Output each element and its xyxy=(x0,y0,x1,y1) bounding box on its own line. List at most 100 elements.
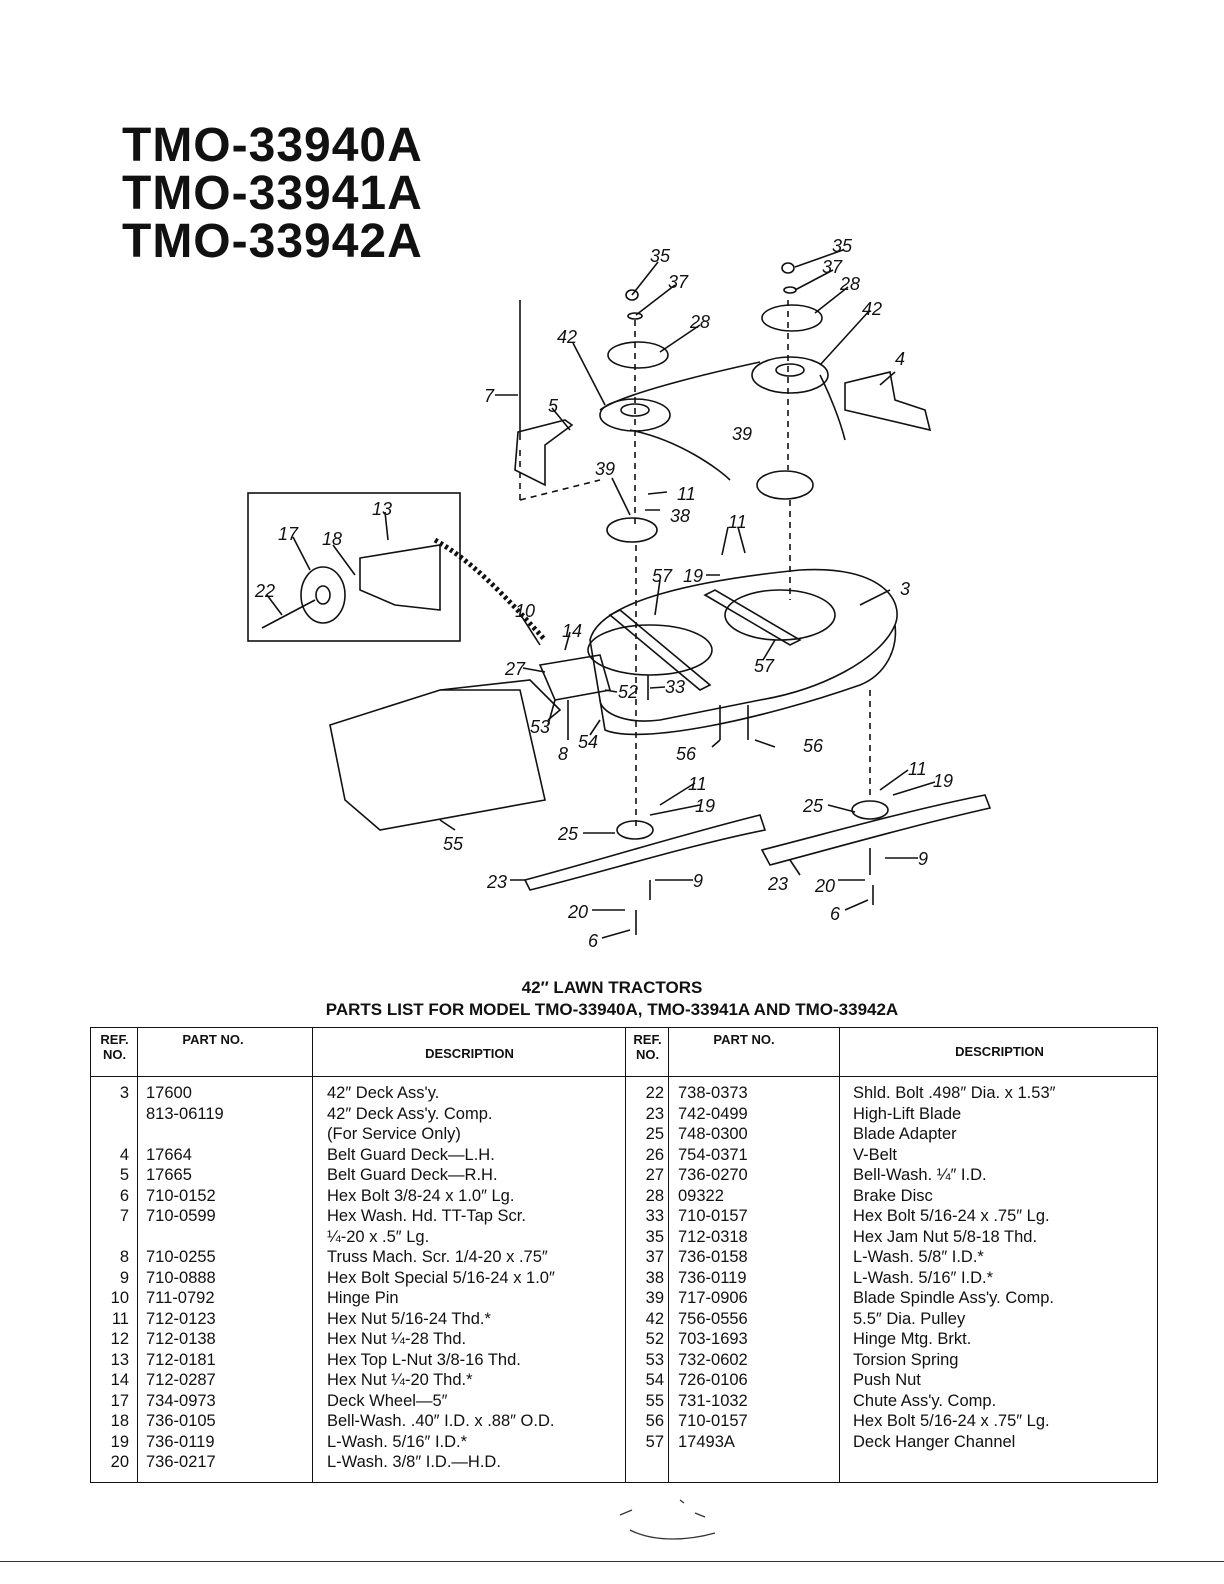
col-part-right xyxy=(669,1028,840,1482)
parts-list-heading: PARTS LIST FOR MODEL TMO-33940A, TMO-339… xyxy=(325,1000,899,1019)
part-no: 710-0599 xyxy=(146,1207,216,1225)
part-description: 5.5″ Dia. Pulley xyxy=(853,1309,966,1328)
callout-3: 3 xyxy=(900,579,910,599)
belt-guard-rh xyxy=(844,371,932,432)
part-description: (For Service Only) xyxy=(327,1125,461,1143)
part-no: 754-0371 xyxy=(678,1145,748,1164)
deck-body xyxy=(589,568,898,722)
ref-no: 23 xyxy=(645,1104,664,1123)
part-no: 712-0181 xyxy=(146,1350,216,1369)
ref-no: 17 xyxy=(110,1391,129,1410)
ref-no: 39 xyxy=(645,1289,664,1307)
part-no: 712-0138 xyxy=(146,1330,216,1348)
ref-no: 5 xyxy=(119,1166,129,1184)
callout-28b: 28 xyxy=(839,274,860,294)
callout-57a: 57 xyxy=(652,566,673,586)
callout-5: 5 xyxy=(548,396,559,416)
part-description: Blade Adapter xyxy=(853,1125,957,1143)
brake-disc-right xyxy=(761,304,823,332)
model-titles: TMO-33940A TMO-33941A TMO-33942A xyxy=(122,122,423,266)
part-description: 42″ Deck Ass'y. xyxy=(327,1084,440,1102)
col-ref-left xyxy=(91,1028,138,1482)
brake-disc-left xyxy=(607,341,669,369)
callout-6a: 6 xyxy=(588,931,599,951)
callout-52: 52 xyxy=(618,682,638,702)
header-part-left: PART NO. xyxy=(182,1032,244,1047)
callout-33: 33 xyxy=(665,677,685,697)
part-no: 710-0255 xyxy=(146,1248,216,1266)
model-title-2: TMO-33941A xyxy=(122,167,423,220)
callout-42b: 42 xyxy=(862,299,882,319)
part-no: 736-0105 xyxy=(146,1412,216,1430)
part-description: Truss Mach. Scr. 1/4-20 x .75″ xyxy=(327,1248,548,1266)
ref-no: 54 xyxy=(645,1371,664,1389)
ref-no: 3 xyxy=(119,1084,129,1102)
parts-table: REF. NO. PART NO. DESCRIPTION REF. NO. P… xyxy=(90,1027,1158,1483)
callout-35b: 35 xyxy=(832,236,853,256)
callout-39a: 39 xyxy=(595,459,615,479)
part-description: Hex Top L-Nut 3/8-16 Thd. xyxy=(327,1350,521,1369)
part-no: 736-0119 xyxy=(146,1432,215,1451)
callout-11d: 11 xyxy=(908,759,927,779)
ref-no: 14 xyxy=(110,1371,129,1389)
deck-skirt xyxy=(599,624,897,736)
part-no: 17665 xyxy=(146,1166,192,1184)
part-description: Bell-Wash. ¼″ I.D. xyxy=(853,1166,987,1184)
part-no: 742-0499 xyxy=(678,1104,748,1123)
callout-23a: 23 xyxy=(486,872,507,892)
callout-6b: 6 xyxy=(830,904,841,924)
callout-27: 27 xyxy=(504,659,526,679)
part-description: Belt Guard Deck—L.H. xyxy=(327,1145,495,1164)
col-ref-right xyxy=(626,1028,669,1482)
callout-19a: 19 xyxy=(683,566,703,586)
part-description: Hex Nut ¼-20 Thd.* xyxy=(327,1371,473,1389)
callout-42a: 42 xyxy=(557,327,577,347)
part-description: Hex Bolt Special 5/16-24 x 1.0″ xyxy=(327,1268,555,1287)
part-no: 17600 xyxy=(146,1084,192,1102)
col-desc-left xyxy=(313,1028,626,1482)
part-description: Push Nut xyxy=(853,1371,921,1389)
callout-38: 38 xyxy=(670,506,690,526)
ref-no: 55 xyxy=(645,1391,664,1410)
callout-19c: 19 xyxy=(933,771,953,791)
callout-54: 54 xyxy=(578,732,598,752)
callout-9a: 9 xyxy=(693,871,703,891)
part-no: 734-0973 xyxy=(146,1391,216,1410)
header-desc-right: DESCRIPTION xyxy=(955,1044,1044,1059)
ref-no: 37 xyxy=(645,1248,664,1266)
callout-14: 14 xyxy=(562,621,582,641)
blade-right xyxy=(760,794,992,866)
part-description: L-Wash. 3/8″ I.D.—H.D. xyxy=(327,1453,501,1471)
part-no: 712-0318 xyxy=(678,1227,748,1246)
ref-no: 4 xyxy=(119,1145,129,1164)
part-no: 703-1693 xyxy=(678,1330,748,1348)
hinge-bracket xyxy=(538,654,612,701)
part-no: 712-0287 xyxy=(146,1371,216,1389)
discharge-chute xyxy=(329,689,546,831)
ref-no: 11 xyxy=(111,1309,129,1328)
part-description: Chute Ass'y. Comp. xyxy=(853,1391,997,1410)
col-part-left xyxy=(138,1028,313,1482)
ref-no: 33 xyxy=(645,1207,664,1225)
exploded-parts-diagram: 35 37 28 42 35 37 28 42 4 5 7 39 39 11 3… xyxy=(247,236,992,951)
model-title-3: TMO-33942A xyxy=(122,215,423,268)
ref-no: 53 xyxy=(645,1350,664,1369)
spindle-right xyxy=(756,470,814,500)
model-title-1: TMO-33940A xyxy=(122,119,423,172)
callout-20a: 20 xyxy=(567,902,588,922)
part-description: Blade Spindle Ass'y. Comp. xyxy=(853,1289,1054,1307)
part-no: 17493A xyxy=(678,1432,735,1451)
part-no: 17664 xyxy=(146,1145,192,1164)
callout-11b: 11 xyxy=(728,512,747,532)
part-no: 732-0602 xyxy=(678,1350,748,1369)
callout-11a: 11 xyxy=(677,484,696,504)
callout-9b: 9 xyxy=(918,849,928,869)
callout-7: 7 xyxy=(484,386,495,406)
part-description: Belt Guard Deck—R.H. xyxy=(327,1166,498,1184)
part-description: V-Belt xyxy=(853,1145,898,1164)
deck-right-opening xyxy=(724,589,836,641)
blade-adapter-left xyxy=(616,820,654,840)
part-no: 710-0888 xyxy=(146,1268,216,1287)
callout-37b: 37 xyxy=(822,257,843,277)
part-no: 717-0906 xyxy=(678,1289,748,1307)
